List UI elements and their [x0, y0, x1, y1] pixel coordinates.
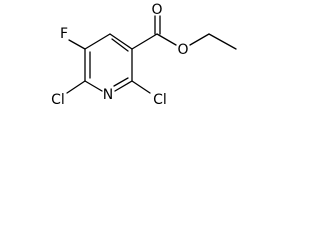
bond-carbonyl-ester-o: [156, 33, 177, 46]
bond-c4-c3: [109, 33, 133, 50]
atom-label-chlorine-left: Cl: [51, 92, 65, 108]
bond-c2-n1: [114, 80, 133, 92]
bond-c6-cl: [66, 80, 86, 94]
bond-ch2-ch3: [208, 33, 237, 50]
bond-c4-c5: [84, 33, 111, 50]
atom-label-ring-nitrogen: N: [103, 87, 113, 103]
bond-ester-o-ch2: [189, 33, 210, 46]
structure-diagram: F O O N Cl Cl: [0, 0, 261, 138]
bond-n1-c6: [84, 80, 103, 92]
atom-label-ester-oxygen: O: [177, 42, 188, 58]
bond-c4-c3-double: [111, 38, 129, 52]
bond-c2-n1-double: [113, 77, 129, 87]
molecule-drawing: F O O N Cl Cl: [51, 2, 237, 108]
atom-label-carbonyl-oxygen: O: [151, 2, 162, 18]
atom-label-chlorine-right: Cl: [153, 92, 167, 108]
bond-c3-carbonyl: [131, 33, 158, 50]
atom-label-fluorine: F: [60, 26, 68, 42]
bond-c2-cl: [131, 80, 151, 94]
bond-c5-f: [68, 39, 86, 50]
